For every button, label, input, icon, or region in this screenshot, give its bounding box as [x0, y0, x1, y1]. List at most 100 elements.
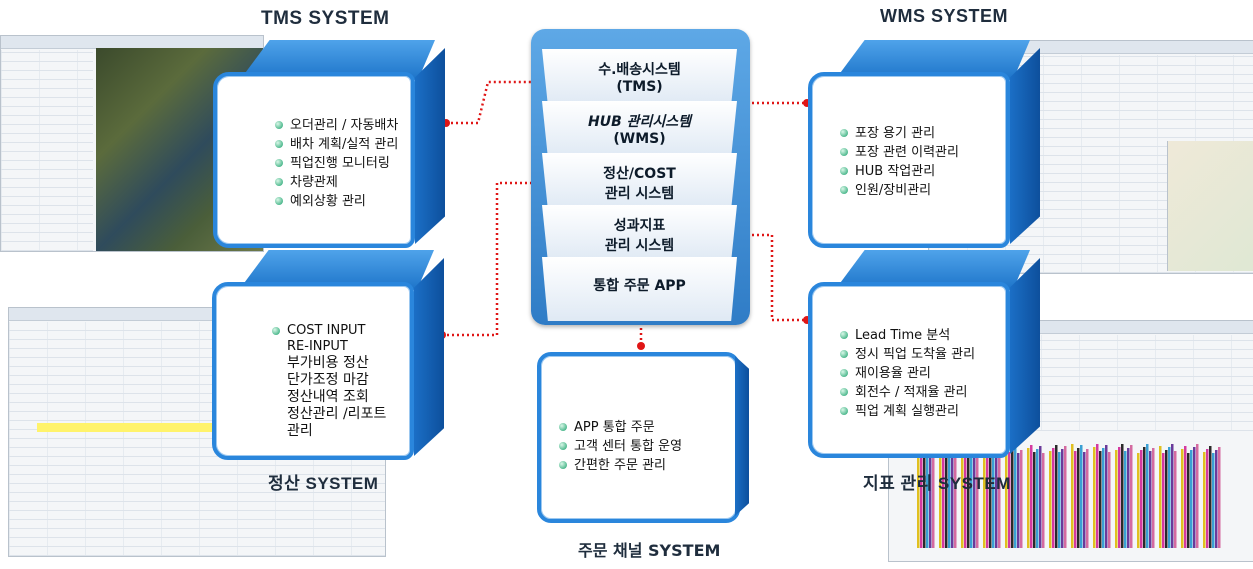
list-item: 정산관리 /리포트 [287, 406, 387, 422]
connector-dot [637, 342, 645, 350]
wms-map [1167, 141, 1253, 271]
background-bar [1206, 449, 1209, 548]
background-bar [939, 446, 942, 548]
background-bar [929, 451, 932, 548]
background-bar [945, 450, 948, 548]
background-bar [1005, 445, 1008, 548]
list-item: 픽업진행 모니터링 [275, 154, 398, 173]
background-bar [992, 453, 995, 548]
bullet-icon [275, 159, 283, 167]
background-bar [1030, 445, 1033, 548]
bullet-icon [275, 140, 283, 148]
kpi-feature-list: Lead Time 분석 정시 픽업 도착율 관리 재이용율 관리 회전수 / … [840, 326, 975, 421]
center-item-tms: 수.배송시스템(TMS) [542, 49, 737, 105]
connector-dot [442, 119, 450, 127]
background-bar [1174, 451, 1177, 548]
background-bar [1039, 446, 1042, 548]
list-item: APP 통합 주문 [559, 418, 682, 437]
background-bar [986, 449, 989, 548]
bullet-icon [272, 327, 280, 335]
background-bar [1184, 446, 1187, 548]
background-bar [989, 446, 992, 548]
bullet-icon [275, 121, 283, 129]
bullet-icon [840, 369, 848, 377]
background-bar [1093, 447, 1096, 548]
background-bar [1193, 447, 1196, 548]
list-item: 회전수 / 적재율 관리 [840, 383, 975, 402]
background-bar [1096, 444, 1099, 548]
list-item: 정산내역 조회 [287, 389, 369, 405]
background-bar [954, 451, 957, 548]
center-item-wms: HUB 관리시스템(WMS) [542, 101, 737, 157]
background-bar [1209, 446, 1212, 548]
background-bar [1159, 446, 1162, 548]
background-bar [1115, 450, 1118, 548]
list-item: 고객 센터 통합 운영 [559, 437, 682, 456]
background-bar [1130, 445, 1133, 548]
list-item: 차량관제 [275, 173, 398, 192]
background-bar [1052, 448, 1055, 548]
background-bar [1027, 448, 1030, 548]
background-bar [1124, 451, 1127, 548]
background-bar [1152, 448, 1155, 548]
background-bar [983, 452, 986, 548]
tms-feature-box: 오더관리 / 자동배차 배차 계획/실적 관리 픽업진행 모니터링 차량관제 예… [213, 40, 445, 248]
background-bar [1212, 453, 1215, 548]
background-bar [1118, 447, 1121, 548]
background-bar [1033, 452, 1036, 548]
connector-dot [803, 316, 811, 324]
center-item-order-app: 통합 주문 APP [542, 257, 737, 321]
background-bar [942, 453, 945, 548]
background-bar [1121, 444, 1124, 548]
channel-feature-box: APP 통합 주문 고객 센터 통합 운영 간편한 주문 관리 [537, 352, 749, 530]
wms-feature-box: 포장 용기 관리 포장 관련 이력관리 HUB 작업관리 인원/장비관리 [808, 40, 1040, 248]
background-bar [1102, 448, 1105, 548]
bullet-icon [559, 461, 567, 469]
kpi-feature-box: Lead Time 분석 정시 픽업 도착율 관리 재이용율 관리 회전수 / … [808, 250, 1040, 458]
background-bar [1049, 451, 1052, 548]
background-bar [932, 448, 935, 548]
background-bar [917, 453, 920, 548]
channel-title: 주문 채널 SYSTEM [578, 541, 721, 560]
kpi-bar-chart [917, 444, 1221, 548]
background-bar [1064, 446, 1067, 548]
bullet-icon [840, 388, 848, 396]
background-bar [1083, 452, 1086, 548]
list-item: 포장 용기 관리 [840, 124, 959, 143]
list-item: 정시 픽업 도착율 관리 [840, 345, 975, 364]
list-item: 간편한 주문 관리 [559, 456, 682, 475]
list-item: Lead Time 분석 [840, 326, 975, 345]
list-item: 단가조정 마감 [287, 372, 369, 388]
background-bar [1203, 452, 1206, 548]
background-bar [1055, 445, 1058, 548]
background-bar [1181, 449, 1184, 548]
bullet-icon [840, 148, 848, 156]
highlight-row [37, 423, 237, 432]
kpi-title: 지표 관리 SYSTEM [863, 474, 1011, 493]
list-item: 부가비용 정산 [287, 355, 369, 371]
settlement-feature-list: COST INPUT RE-INPUT 부가비용 정산 단가조정 마감 정산내역… [272, 323, 386, 440]
settlement-title: 정산 SYSTEM [268, 474, 379, 493]
background-bar [961, 449, 964, 548]
list-item: HUB 작업관리 [840, 162, 959, 181]
list-item: 예외상황 관리 [275, 192, 398, 211]
list-item: 재이용율 관리 [840, 364, 975, 383]
bullet-icon [840, 350, 848, 358]
background-bar [1074, 451, 1077, 548]
background-bar [1137, 453, 1140, 548]
background-bar [1171, 444, 1174, 548]
channel-feature-list: APP 통합 주문 고객 센터 통합 운영 간편한 주문 관리 [559, 418, 682, 475]
background-bar [1017, 453, 1020, 548]
background-bar [1011, 449, 1014, 548]
background-bar [1036, 449, 1039, 548]
background-bar [1140, 450, 1143, 548]
wms-title: WMS SYSTEM [880, 6, 1009, 26]
background-bar [920, 450, 923, 548]
background-bar [1077, 448, 1080, 548]
background-bar [1086, 449, 1089, 548]
background-bar [1071, 444, 1074, 548]
background-bar [970, 450, 973, 548]
bullet-icon [840, 331, 848, 339]
wms-feature-list: 포장 용기 관리 포장 관련 이력관리 HUB 작업관리 인원/장비관리 [840, 124, 959, 200]
background-bar [1143, 447, 1146, 548]
